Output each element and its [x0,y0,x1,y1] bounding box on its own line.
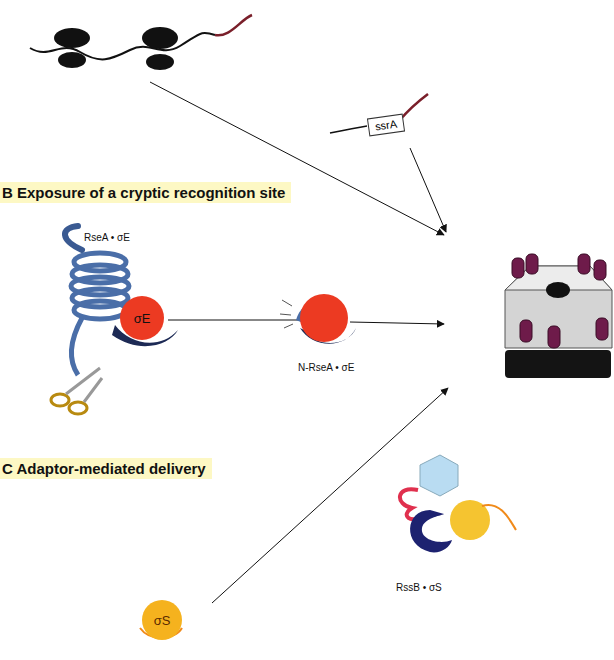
node-text: σS [154,613,171,628]
node-text: B Exposure of a cryptic recognition site [2,184,285,201]
tag-box: ssrA [367,114,405,137]
section-band: C Adaptor-mediated delivery [0,458,212,479]
node-text: ssrA [374,118,397,133]
sigma-circle: σS [142,600,182,640]
complex-label: RseA • σE [84,232,130,243]
node-text: C Adaptor-mediated delivery [2,460,206,477]
complex-label: RssB • σS [396,582,442,593]
sigma-circle: σE [120,296,164,340]
section-band: B Exposure of a cryptic recognition site [0,182,291,203]
node-text: σE [134,311,151,326]
sigma-circle [300,294,348,342]
complex-label: N-RseA • σE [298,362,354,373]
